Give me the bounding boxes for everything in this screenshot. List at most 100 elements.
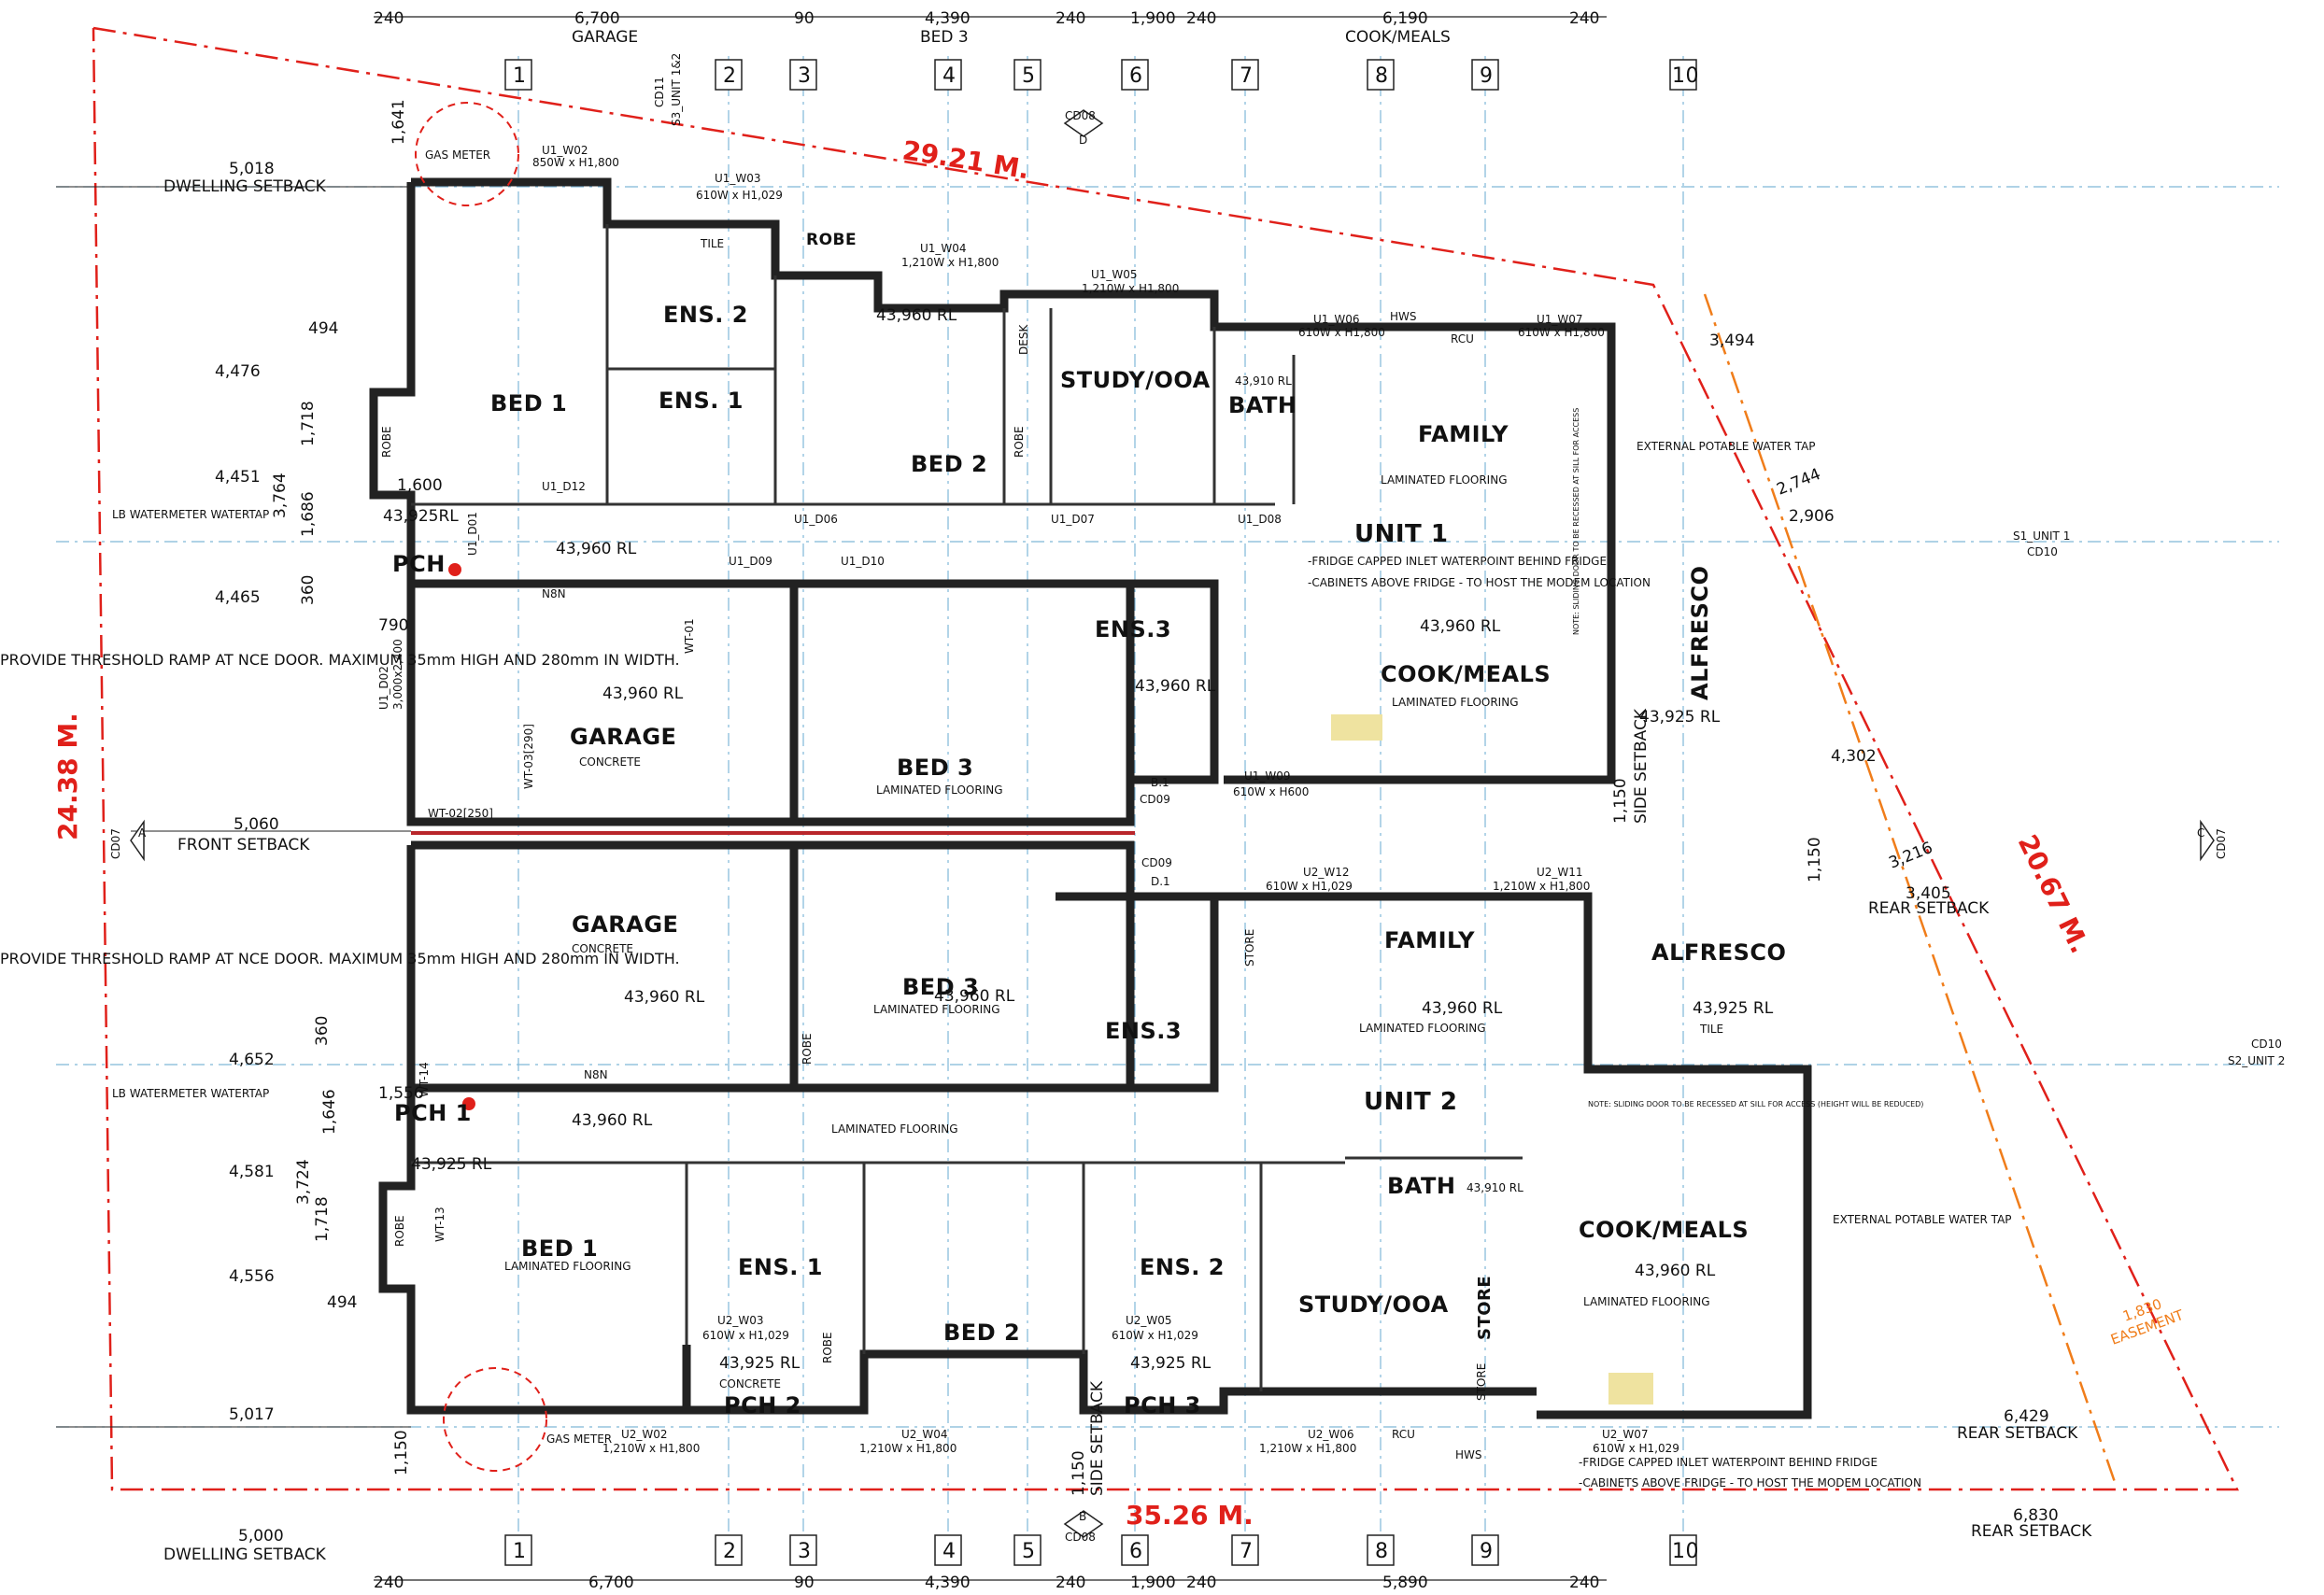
section-marker-cd07-right [2200,819,2215,862]
section-marker-cd07-right-sub: C [2197,826,2204,840]
unit2-room-robe-3: ROBE [393,1215,406,1247]
grid-label-8-bottom: 8 [1375,1540,1389,1563]
front-setback-label: FRONT SETBACK [177,836,310,854]
unit1-window-w09: U1_W09 [1244,769,1291,783]
section-marker-cd11-sub: S3_UNIT 1&2 [670,53,683,126]
top-dim-6: 1,900 [1130,9,1176,28]
section-marker-cd10-bottom-code: CD10 [2251,1037,2282,1051]
grid-label-5-bottom: 5 [1022,1540,1036,1563]
section-marker-cd09-u2-sub: D.1 [1151,875,1170,888]
unit2-finish-garage: CONCRETE [572,942,633,955]
unit1-window-w07: U1_W07 [1537,313,1583,326]
unit2-rl-alfresco: 43,925 RL [1693,999,1774,1018]
unit2-rcu: RCU [1392,1428,1415,1441]
dwelling-setback-label-bottom: DWELLING SETBACK [163,1546,327,1564]
tag-wt13: WT-14 [418,1062,431,1097]
section-marker-cd09-u1-sub: B.1 [1151,776,1169,789]
left-dim-17: 1,718 [313,1196,332,1242]
boundary-east-length: 20.67 M. [2012,830,2096,958]
grid-label-10-bottom: 10 [1672,1540,1699,1563]
unit2-window-w11-size: 1,210W x H1,800 [1493,880,1590,893]
unit2-room-study: STUDY/OOA [1298,1292,1449,1318]
unit1-window-w04: U1_W04 [920,242,967,255]
grid-label-9-bottom: 9 [1480,1540,1494,1563]
bottom-dim-3: 90 [794,1574,815,1592]
unit1-rl-pch: 43,960 RL [556,540,637,558]
unit2-room-bed3: BED 3 [902,974,979,1000]
section-marker-cd08-bottom-code: CD08 [1065,1531,1096,1544]
grid-label-6-top: 6 [1129,64,1143,88]
unit1-gas-meter-note: GAS METER [425,148,490,162]
unit2-window-w05-size: 610W x H1,029 [1112,1329,1198,1342]
unit2-rl-pch2: 43,925 RL [719,1354,801,1373]
unit2-room-pch2: PCH 2 [724,1392,801,1419]
top-dim-4: 4,390 [925,9,971,28]
top-room-garage: GARAGE [572,28,638,47]
unit2-room-robe-2: ROBE [801,1033,814,1065]
unit1-window-w06-size: 610W x H1,800 [1298,326,1385,339]
rear-setback-low-dim: 6,429 [2004,1407,2049,1426]
bottom-dim-1: 240 [374,1574,404,1592]
left-dim-13: 1,556 [378,1084,424,1103]
unit1-door-d10: U1_D10 [841,555,885,568]
tag-wt02-u1: WT-02[250] [428,807,493,820]
unit1-room-bath: BATH [1228,392,1297,418]
grid-label-1-top: 1 [513,64,527,88]
left-dim-21: 1,150 [392,1430,411,1475]
unit2-window-w11: U2_W11 [1537,866,1583,879]
unit1-title: UNIT 1 [1354,520,1448,548]
left-dim-19: 494 [327,1293,357,1312]
grid-bubbles-bottom [504,1534,1697,1566]
unit2-window-w06-size: 1,210W x H1,800 [1259,1442,1356,1455]
unit1-rl-bath: 43,910 RL [1235,374,1292,388]
unit1-finish-tile: TILE [700,237,724,250]
section-marker-cd10-top-code: CD10 [2027,545,2058,558]
right-dim-6: 1,150 [1806,837,1824,882]
unit2-rl-bed3: 43,960 RL [934,987,1015,1006]
unit2-sliding-note: NOTE: SLIDING DOOR TO BE RECESSED AT SIL… [1588,1100,1923,1108]
unit2-finish-bed1: LAMINATED FLOORING [504,1260,631,1273]
side-setback-bottom-dim: 1,150 [1070,1450,1088,1496]
unit1-window-w03-size: 610W x H1,029 [696,189,783,202]
left-dim-3: 1,718 [299,401,318,446]
rear-setback-mid-label: REAR SETBACK [1868,899,1990,918]
left-dim-22: 1,641 [390,99,408,145]
top-dim-3: 90 [794,9,815,28]
unit1-room-cook: COOK/MEALS [1381,661,1551,687]
left-dim-7: 1,600 [397,476,443,495]
left-dim-16: 4,581 [229,1163,275,1181]
unit1-hws: HWS [1390,310,1417,323]
unit2-room-family: FAMILY [1384,927,1475,953]
unit2-window-w05: U2_W05 [1126,1314,1172,1327]
rear-setback-bottom-label: REAR SETBACK [1971,1522,2092,1541]
unit1-door-d02: U1_D02 [377,666,390,710]
left-dim-9: 360 [299,575,318,605]
grid-label-9-top: 9 [1480,64,1494,88]
section-marker-cd09-u2-code: CD09 [1141,856,1172,869]
unit1-rl-porch: 43,925RL [383,507,459,526]
unit2-window-w03: U2_W03 [717,1314,764,1327]
bottom-dim-7: 240 [1186,1574,1216,1592]
left-dim-5: 3,764 [271,473,290,518]
unit1-cabinet-note: -CABINETS ABOVE FRIDGE - TO HOST THE MOD… [1308,576,1651,589]
bottom-dim-8: 5,890 [1382,1574,1428,1592]
tag-n8n-u2: N8N [584,1068,608,1081]
unit2-finish-family: LAMINATED FLOORING [1359,1022,1486,1035]
unit1-door-d01: U1_D01 [466,512,479,556]
easement-line [1703,293,2118,1486]
unit1-gas-meter-zone [415,102,519,206]
section-marker-cd07-left-sub: A [138,826,147,840]
unit1-window-w05-size: 1,210W x H1,800 [1082,282,1179,295]
left-dim-11: 4,652 [229,1051,275,1069]
unit2-window-w04-size: 1,210W x H1,800 [859,1442,957,1455]
grid-label-5-top: 5 [1022,64,1036,88]
section-marker-cd08-top-sub: D [1079,134,1087,147]
unit2-room-cook: COOK/MEALS [1579,1217,1749,1243]
unit2-rl-porch: 43,925 RL [411,1155,492,1174]
unit1-room-alfresco: ALFRESCO [1687,566,1713,700]
unit2-rl-pch3: 43,925 RL [1130,1354,1212,1373]
left-dim-1: 494 [308,319,338,338]
grid-bubbles-top [504,59,1697,91]
unit1-window-w02-size: 850W x H1,800 [532,156,619,169]
